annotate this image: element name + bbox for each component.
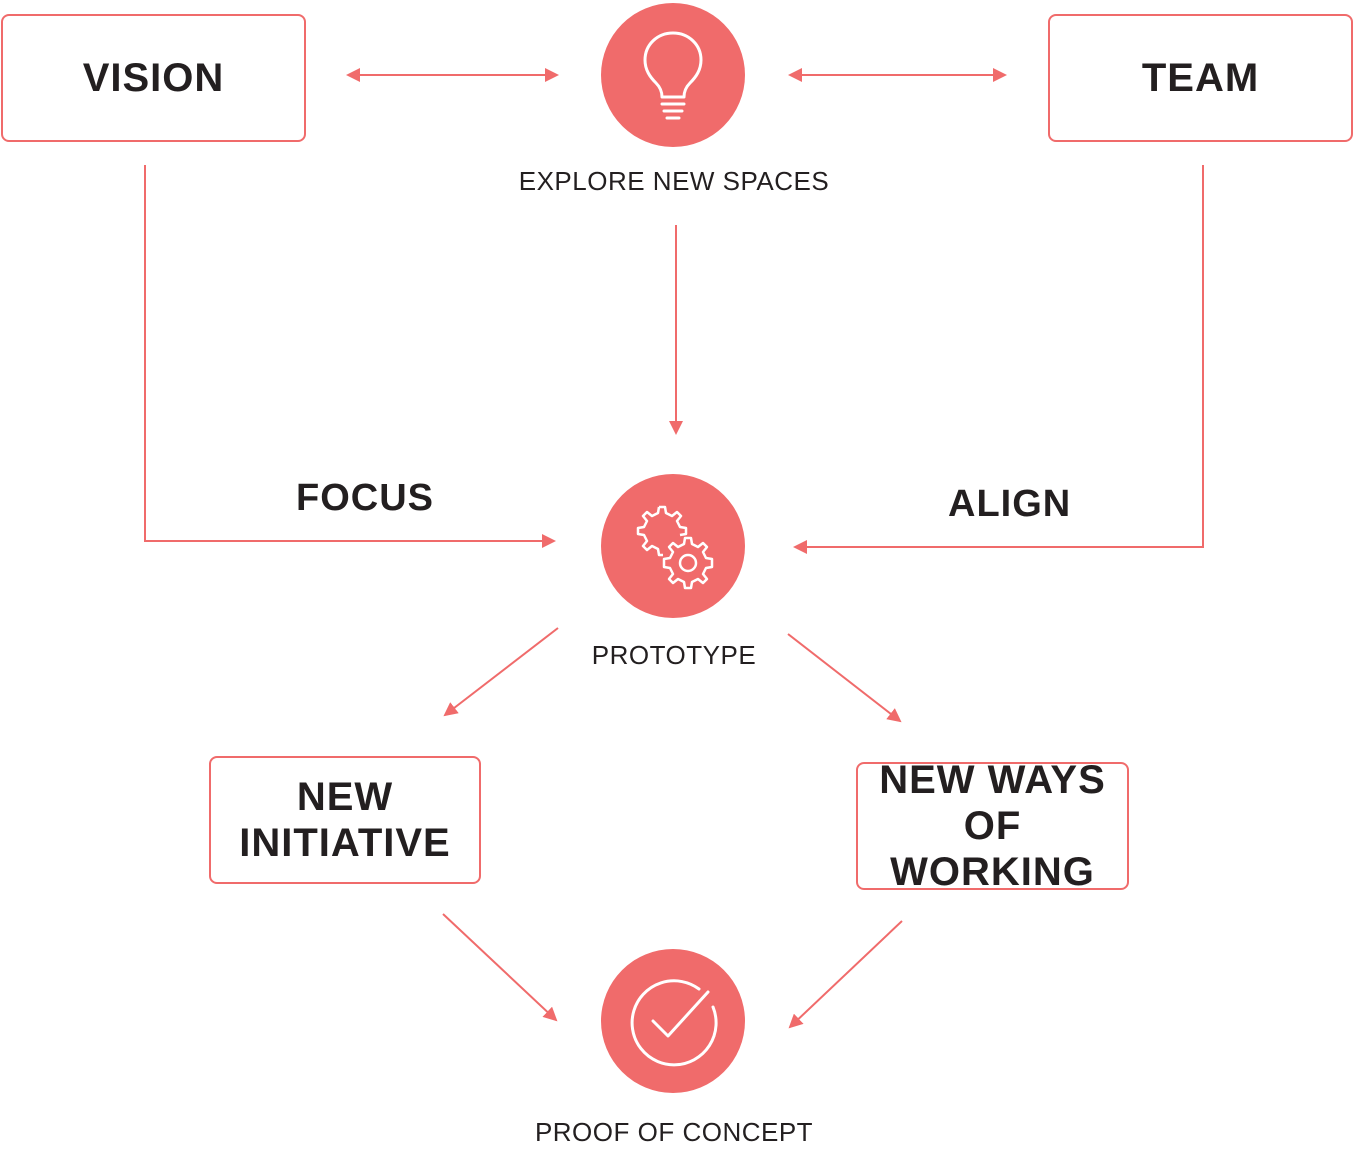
focus-label: FOCUS [296,477,434,519]
vision-label: VISION [82,56,225,100]
align-label: ALIGN [948,483,1072,525]
edge-prototype-new-initiative [443,627,559,717]
new-initiative-label: NEW INITIATIVE [239,775,451,865]
edge-new-ways-proof [788,920,903,1029]
prototype-caption: PROTOTYPE [591,640,757,670]
explore-node [601,3,745,147]
new-ways-box: NEW WAYS OF WORKING [856,758,1129,894]
explore-caption: EXPLORE NEW SPACES [518,166,830,196]
team-label: TEAM [1141,56,1260,100]
gears-icon [636,505,714,590]
checkmark-circle-icon [630,979,718,1067]
edge-team-prototype [793,165,1204,554]
lightbulb-icon [643,31,703,120]
edge-new-initiative-proof [442,913,558,1022]
prototype-node [601,474,745,618]
edge-prototype-new-ways [787,633,902,723]
proof-node [601,949,745,1093]
new-initiative-box: NEW INITIATIVE [209,756,481,884]
team-box: TEAM [1048,14,1353,142]
proof-caption: PROOF OF CONCEPT [534,1117,814,1147]
vision-box: VISION [1,14,306,142]
edge-vision-prototype [144,165,556,548]
new-ways-label: NEW WAYS OF WORKING [879,758,1106,894]
